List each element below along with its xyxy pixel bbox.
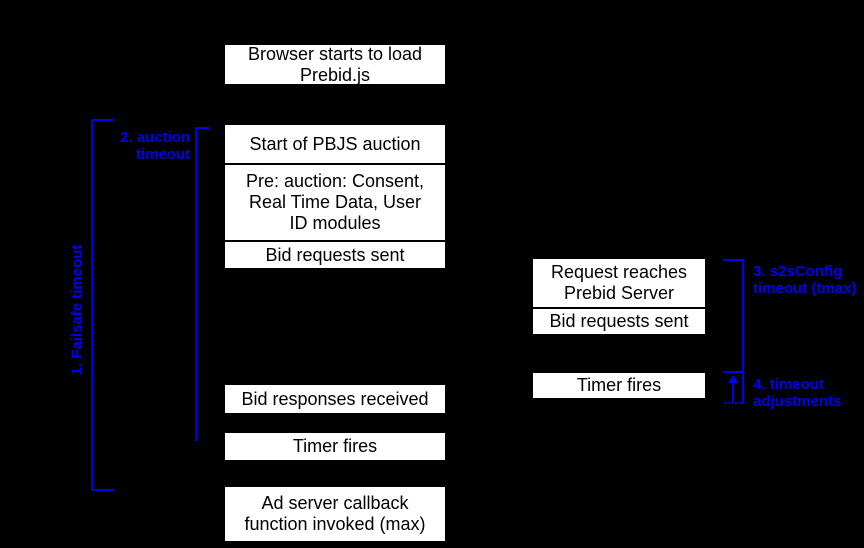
prebid-server-stack: Request reaches Prebid Server Bid reques… bbox=[533, 259, 705, 334]
box-ad-server-callback: Ad server callback function invoked (max… bbox=[225, 487, 445, 541]
label-line: 3. s2sConfig bbox=[753, 263, 843, 280]
up-arrow-icon bbox=[728, 375, 738, 383]
box-bid-responses-received: Bid responses received bbox=[225, 385, 445, 413]
s2s-timeout-bracket bbox=[723, 259, 744, 373]
label-line: 2. auction bbox=[119, 129, 190, 146]
label-line: adjustments bbox=[753, 393, 842, 410]
box-text-line: Browser starts to load bbox=[247, 43, 423, 64]
box-text-line: Prebid Server bbox=[563, 283, 675, 303]
box-text-line: Bid responses received bbox=[241, 388, 429, 409]
up-arrow-shaft bbox=[732, 382, 734, 402]
pbjs-auction-stack: Start of PBJS auction Pre: auction: Cons… bbox=[225, 125, 445, 268]
box-timer-fires-client: Timer fires bbox=[225, 433, 445, 460]
failsafe-timeout-label: 1. Failsafe timeout bbox=[68, 244, 86, 376]
box-text-line: Bid requests sent bbox=[549, 311, 689, 331]
box-browser-starts-load: Browser starts to load Prebid.js bbox=[225, 43, 445, 85]
timeout-adjustments-label: 4. timeout adjustments bbox=[753, 376, 863, 410]
box-text-line: Pre: auction: Consent, bbox=[245, 171, 425, 191]
box-text-line: Start of PBJS auction bbox=[249, 133, 421, 154]
label-line: timeout (tmax) bbox=[753, 280, 857, 297]
box-text-line: ID modules bbox=[289, 213, 381, 233]
label-line: timeout bbox=[135, 146, 190, 163]
box-text-line: Timer fires bbox=[576, 375, 662, 395]
auction-timeout-label: 2. auction timeout bbox=[90, 129, 190, 163]
box-pre-auction-modules: Pre: auction: Consent, Real Time Data, U… bbox=[225, 163, 445, 240]
box-text-line: Timer fires bbox=[292, 436, 378, 456]
box-text-line: function invoked (max) bbox=[244, 514, 426, 534]
box-text-line: Real Time Data, User bbox=[248, 192, 422, 212]
failsafe-timeout-bracket bbox=[91, 119, 113, 491]
box-text-line: Ad server callback bbox=[261, 493, 409, 513]
s2s-timeout-label: 3. s2sConfig timeout (tmax) bbox=[753, 263, 863, 297]
box-request-reaches-server: Request reaches Prebid Server bbox=[533, 259, 705, 307]
box-bid-requests-sent: Bid requests sent bbox=[225, 240, 445, 268]
label-line: 4. timeout bbox=[753, 376, 824, 393]
box-s2s-bid-requests-sent: Bid requests sent bbox=[533, 307, 705, 334]
box-text-line: Bid requests sent bbox=[265, 244, 405, 265]
box-timer-fires-s2s: Timer fires bbox=[533, 373, 705, 398]
box-text-line: Request reaches bbox=[550, 262, 688, 282]
auction-timeout-bracket bbox=[195, 127, 210, 441]
box-text-line: Prebid.js bbox=[299, 64, 371, 85]
box-start-pbjs-auction: Start of PBJS auction bbox=[225, 125, 445, 163]
s2s-bracket-extension-line bbox=[742, 373, 744, 403]
timeout-adjustment-dashed-line bbox=[724, 402, 744, 404]
